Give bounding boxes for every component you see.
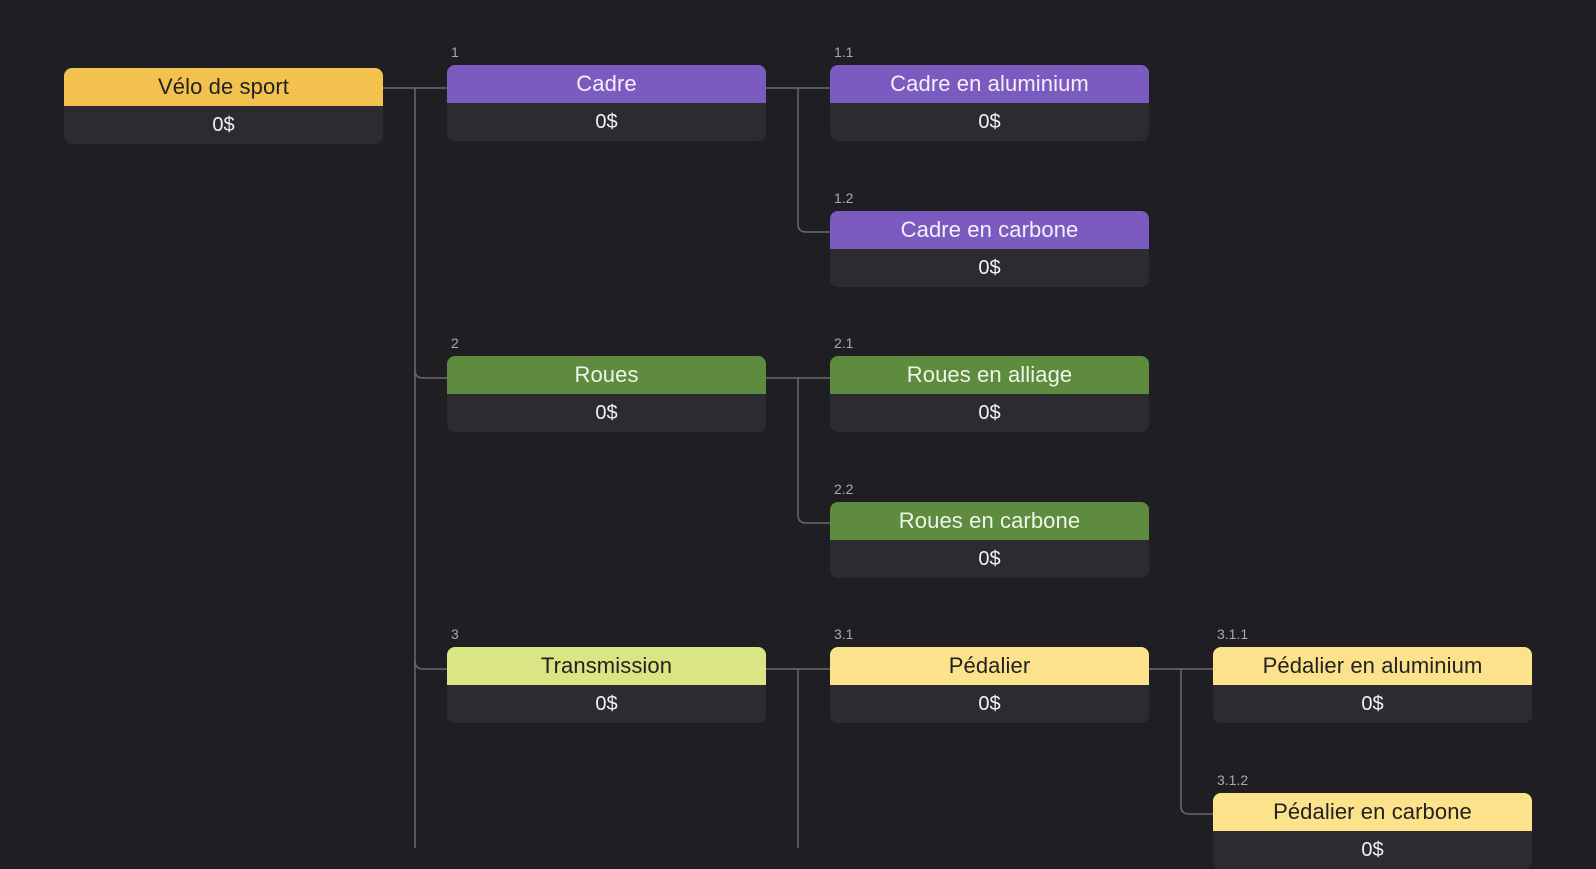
node-1-1[interactable]: 1.1 Cadre en aluminium 0$ [830, 44, 1149, 141]
node-value: 0$ [447, 103, 766, 141]
node-value: 0$ [830, 394, 1149, 432]
node-number: 1 [451, 44, 459, 60]
node-number: 1.2 [834, 190, 854, 206]
node-2-1[interactable]: 2.1 Roues en alliage 0$ [830, 335, 1149, 432]
node-3[interactable]: 3 Transmission 0$ [447, 626, 766, 723]
node-title: Cadre en aluminium [830, 65, 1149, 103]
node-number: 3.1 [834, 626, 854, 642]
node-title: Cadre [447, 65, 766, 103]
node-number: 3.1.2 [1217, 772, 1249, 788]
node-3-1-2[interactable]: 3.1.2 Pédalier en carbone 0$ [1213, 772, 1532, 869]
node-title: Transmission [447, 647, 766, 685]
node-2-2[interactable]: 2.2 Roues en carbone 0$ [830, 481, 1149, 578]
node-root[interactable]: Vélo de sport 0$ [64, 68, 383, 144]
node-number: 2.1 [834, 335, 854, 351]
node-title: Cadre en carbone [830, 211, 1149, 249]
node-1[interactable]: 1 Cadre 0$ [447, 44, 766, 141]
node-value: 0$ [830, 103, 1149, 141]
node-title: Pédalier [830, 647, 1149, 685]
node-number: 1.1 [834, 44, 854, 60]
node-3-1[interactable]: 3.1 Pédalier 0$ [830, 626, 1149, 723]
node-number: 2 [451, 335, 459, 351]
node-number: 2.2 [834, 481, 854, 497]
node-value: 0$ [447, 394, 766, 432]
node-value: 0$ [447, 685, 766, 723]
tree-diagram-canvas: Vélo de sport 0$ 1 Cadre 0$ 1.1 Cadre en… [64, 44, 1532, 869]
node-value: 0$ [830, 540, 1149, 578]
node-value: 0$ [830, 685, 1149, 723]
connector-root-to-2 [414, 369, 447, 379]
node-title: Roues en alliage [830, 356, 1149, 394]
node-value: 0$ [64, 106, 383, 144]
node-title: Pédalier en aluminium [1213, 647, 1532, 685]
node-3-1-1[interactable]: 3.1.1 Pédalier en aluminium 0$ [1213, 626, 1532, 723]
node-number: 3 [451, 626, 459, 642]
node-title: Roues en carbone [830, 502, 1149, 540]
node-2[interactable]: 2 Roues 0$ [447, 335, 766, 432]
node-1-2[interactable]: 1.2 Cadre en carbone 0$ [830, 190, 1149, 287]
connector-3-1-trunk [1180, 669, 1213, 815]
node-value: 0$ [1213, 831, 1532, 869]
connector-1-trunk [797, 88, 830, 233]
node-number: 3.1.1 [1217, 626, 1249, 642]
node-title: Roues [447, 356, 766, 394]
node-title: Pédalier en carbone [1213, 793, 1532, 831]
node-value: 0$ [830, 249, 1149, 287]
node-title: Vélo de sport [64, 68, 383, 106]
connector-2-trunk [797, 378, 830, 524]
node-value: 0$ [1213, 685, 1532, 723]
connector-root-to-3 [414, 660, 447, 670]
